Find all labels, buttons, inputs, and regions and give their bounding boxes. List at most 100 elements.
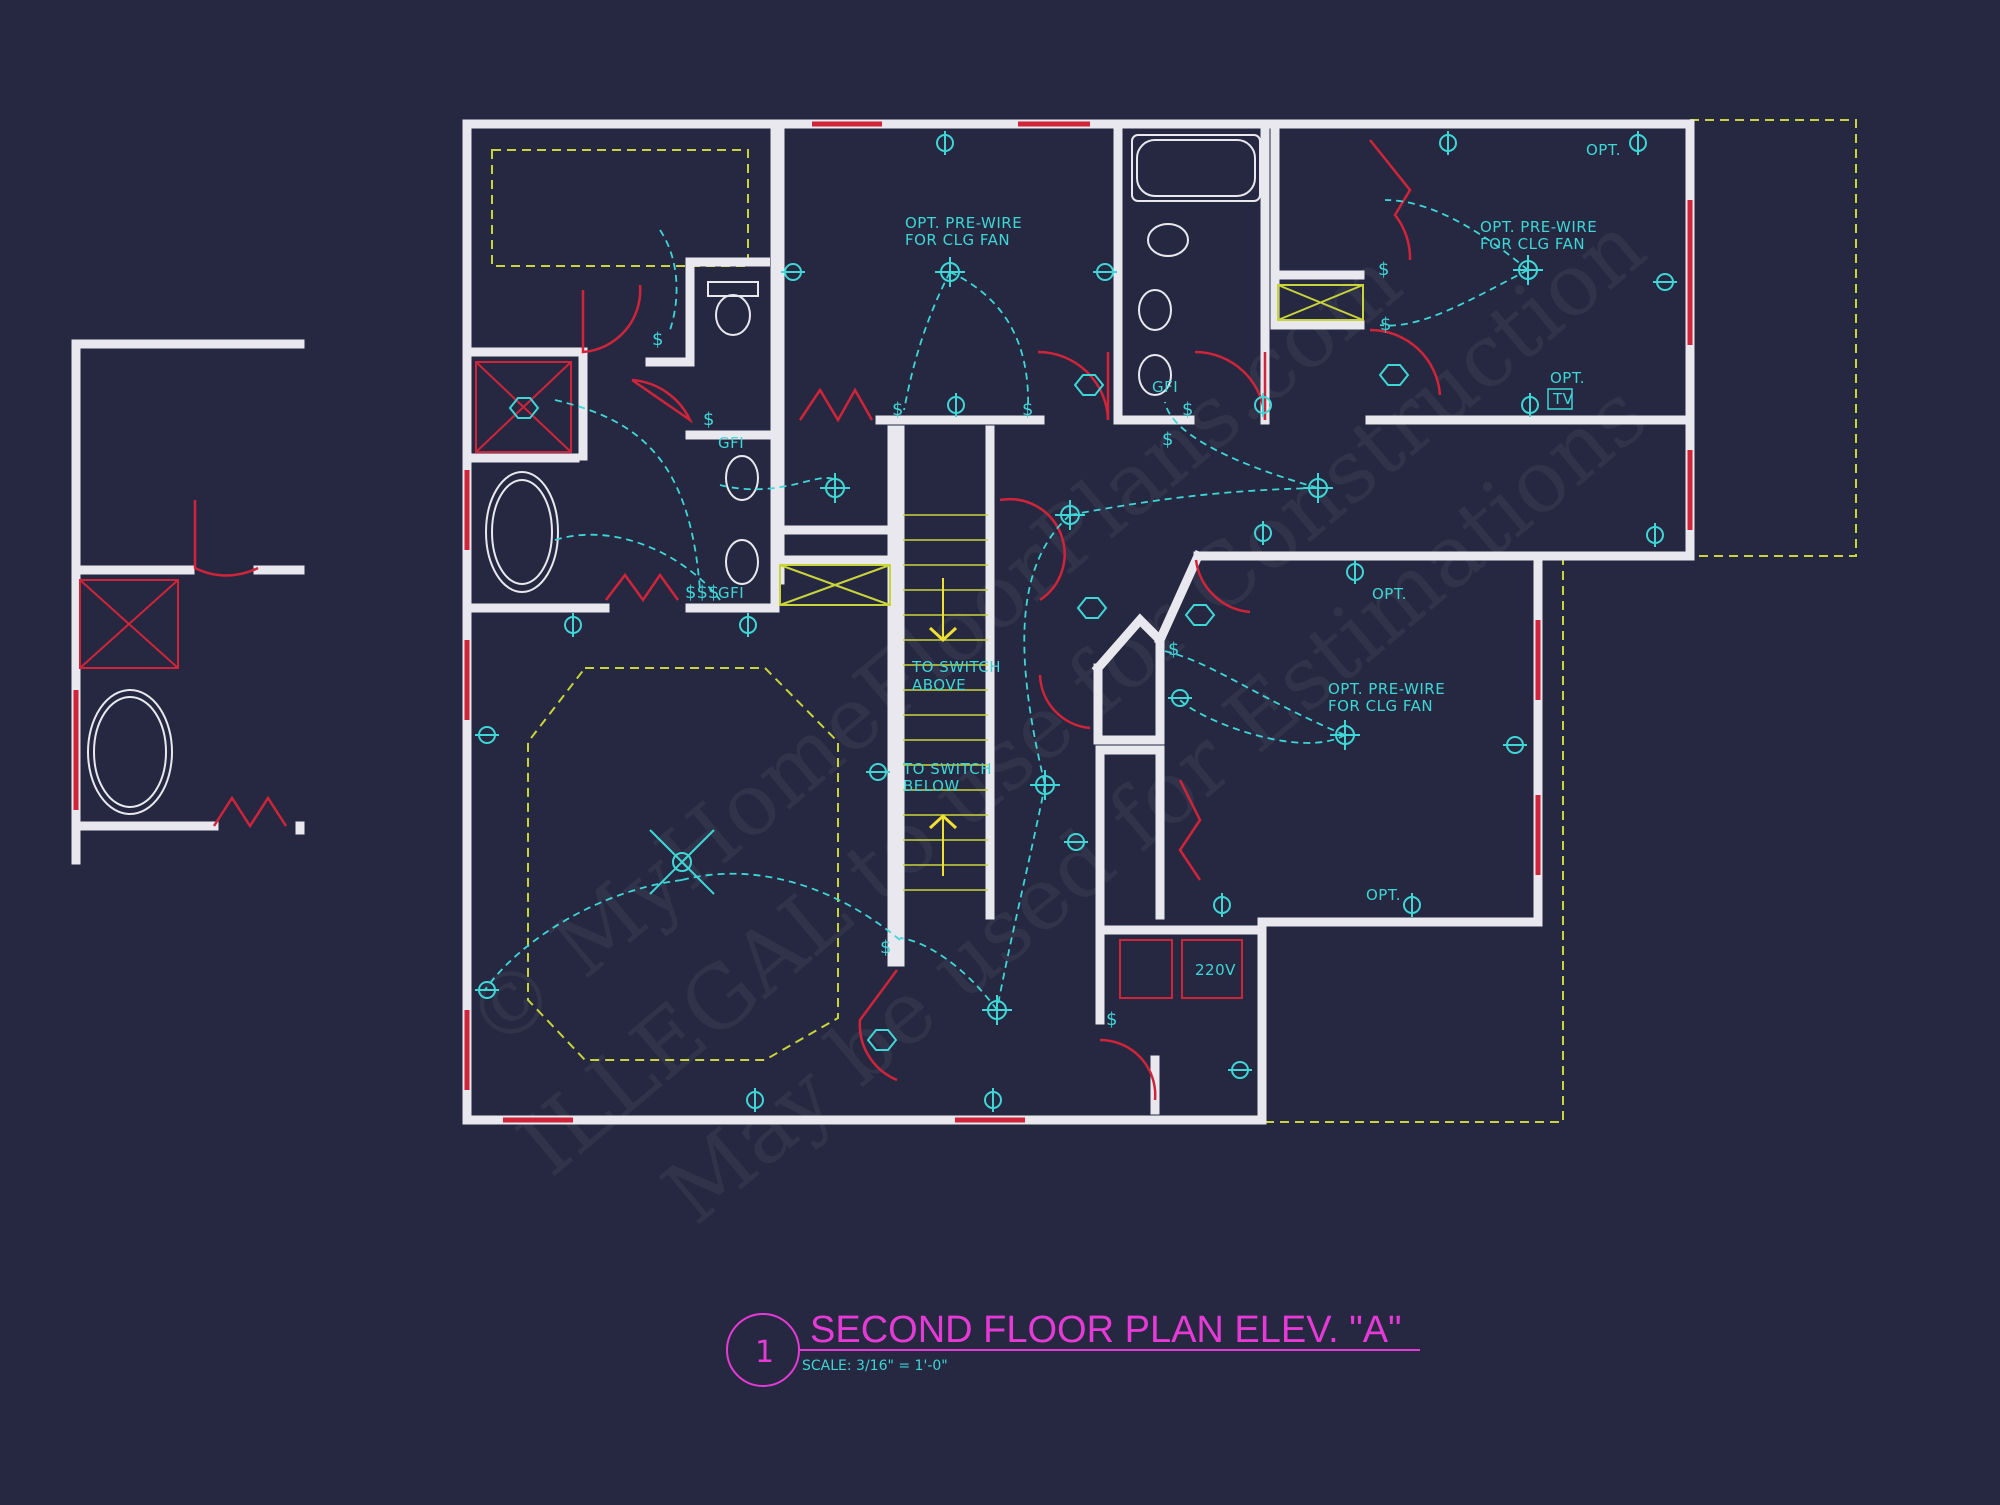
smoke-detector-icon bbox=[1378, 364, 1410, 386]
outlet-icon bbox=[1439, 131, 1457, 155]
fixtures bbox=[79, 134, 1364, 999]
light-fixture bbox=[1030, 770, 1060, 800]
note-fan-prewire: OPT. PRE-WIRE bbox=[905, 214, 1022, 232]
walls bbox=[71, 119, 1695, 1125]
note-tv: TV bbox=[1552, 390, 1574, 408]
outlet-icon bbox=[739, 613, 757, 637]
drawing-number: 1 bbox=[755, 1335, 774, 1370]
outlet-icon bbox=[1168, 689, 1192, 707]
dryer bbox=[1181, 939, 1243, 999]
note-switch-above: ABOVE bbox=[912, 676, 966, 694]
svg-text:$: $ bbox=[652, 329, 663, 350]
master-toilet bbox=[715, 294, 751, 336]
porch-outline bbox=[1265, 556, 1564, 1123]
outlet-icon bbox=[1213, 893, 1231, 917]
svg-text:$: $ bbox=[1380, 314, 1391, 335]
note-opt: OPT. bbox=[1366, 886, 1401, 904]
electrical-symbols bbox=[475, 131, 1677, 1112]
note-fan-prewire: FOR CLG FAN bbox=[905, 231, 1010, 249]
note-fan-prewire: OPT. PRE-WIRE bbox=[1480, 218, 1597, 236]
dashed-outlines bbox=[491, 119, 1857, 1123]
outlet-icon bbox=[1403, 893, 1421, 917]
note-fan-prewire: FOR CLG FAN bbox=[1328, 697, 1433, 715]
title-block: 1 SECOND FLOOR PLAN ELEV. "A" SCALE: 3/1… bbox=[726, 1309, 1420, 1387]
ceiling-fan-icon bbox=[649, 829, 715, 895]
master-tub bbox=[485, 471, 559, 593]
plan-notes: OPT. PRE-WIRE FOR CLG FAN OPT. PRE-WIRE … bbox=[718, 141, 1621, 979]
note-fan-prewire: FOR CLG FAN bbox=[1480, 235, 1585, 253]
watermark-line-2: ILLEGAL to use for Construction bbox=[500, 196, 1664, 1195]
drawing-scale: SCALE: 3/16" = 1'-0" bbox=[802, 1358, 948, 1374]
shower-stall bbox=[475, 361, 572, 453]
note-switch-below: TO SWITCH bbox=[902, 760, 992, 778]
outlet-icon bbox=[1653, 273, 1677, 291]
light-fixture bbox=[982, 995, 1012, 1025]
svg-text:$: $ bbox=[1168, 639, 1179, 660]
outlet-icon bbox=[866, 763, 890, 781]
svg-text:$$$: $$$ bbox=[685, 582, 719, 603]
stairs bbox=[903, 514, 988, 891]
sink-2 bbox=[725, 539, 759, 585]
outlet-icon bbox=[1254, 521, 1272, 545]
svg-text:$: $ bbox=[1162, 429, 1173, 450]
toilet-2 bbox=[1147, 223, 1189, 257]
light-fixture bbox=[1513, 255, 1543, 285]
sink-4 bbox=[1138, 354, 1172, 396]
outlet-icon bbox=[1629, 131, 1647, 155]
outlet-icon bbox=[1346, 560, 1364, 584]
deck-outline bbox=[1690, 119, 1857, 557]
light-fixture bbox=[935, 257, 965, 287]
light-fixture bbox=[820, 473, 850, 503]
vignette-shower bbox=[79, 579, 179, 669]
electrical-wiring bbox=[484, 199, 1529, 1011]
sink-1 bbox=[725, 455, 759, 501]
svg-text:$: $ bbox=[880, 937, 891, 958]
svg-text:$: $ bbox=[1022, 399, 1033, 420]
svg-text:$: $ bbox=[892, 399, 903, 420]
outlet-icon bbox=[1521, 393, 1539, 417]
smoke-detector-icon bbox=[508, 397, 540, 419]
note-opt: OPT. bbox=[1586, 141, 1621, 159]
outlet-icon bbox=[746, 1088, 764, 1112]
linen-closet bbox=[779, 564, 891, 606]
tv-outlet-box bbox=[1547, 388, 1573, 410]
outlet-icon bbox=[475, 726, 499, 744]
tray-ceiling-outline bbox=[527, 667, 839, 1061]
light-fixture bbox=[1055, 500, 1085, 530]
note-opt: OPT. bbox=[1372, 585, 1407, 603]
outlet-icon bbox=[781, 263, 805, 281]
svg-text:$: $ bbox=[703, 409, 714, 430]
doors bbox=[193, 139, 1442, 1101]
vignette-tub bbox=[87, 689, 173, 815]
outlet-icon bbox=[947, 393, 965, 417]
windows bbox=[73, 121, 1693, 1123]
note-switch-below: BELOW bbox=[903, 777, 960, 795]
outlet-icon bbox=[1503, 736, 1527, 754]
drawing-title: SECOND FLOOR PLAN ELEV. "A" bbox=[810, 1309, 1402, 1351]
note-switch-above: TO SWITCH bbox=[911, 658, 1001, 676]
outlet-icon bbox=[564, 613, 582, 637]
light-fixture bbox=[1303, 473, 1333, 503]
outlet-icon bbox=[1064, 833, 1088, 851]
smoke-detector-icon bbox=[866, 1029, 898, 1051]
drawing-number-circle bbox=[726, 1313, 800, 1387]
outlet-icon bbox=[1093, 263, 1117, 281]
outlet-icon bbox=[475, 981, 499, 999]
washer bbox=[1119, 939, 1173, 999]
note-gfi: GFI bbox=[718, 584, 744, 602]
note-fan-prewire: OPT. PRE-WIRE bbox=[1328, 680, 1445, 698]
svg-text:$: $ bbox=[1378, 259, 1389, 280]
sink-3 bbox=[1138, 289, 1172, 331]
note-opt: OPT. bbox=[1550, 369, 1585, 387]
outlet-icon bbox=[1228, 1061, 1252, 1079]
smoke-detector-icon bbox=[1076, 597, 1108, 619]
outlet-icon bbox=[936, 131, 954, 155]
light-fixture bbox=[1330, 720, 1360, 750]
smoke-detector-icon bbox=[1184, 604, 1216, 626]
svg-text:$: $ bbox=[1182, 399, 1193, 420]
note-gfi: GFI bbox=[718, 434, 744, 452]
outlet-icon bbox=[1254, 393, 1272, 417]
note-gfi: GFI bbox=[1152, 378, 1178, 396]
outlet-icon bbox=[1646, 523, 1664, 547]
